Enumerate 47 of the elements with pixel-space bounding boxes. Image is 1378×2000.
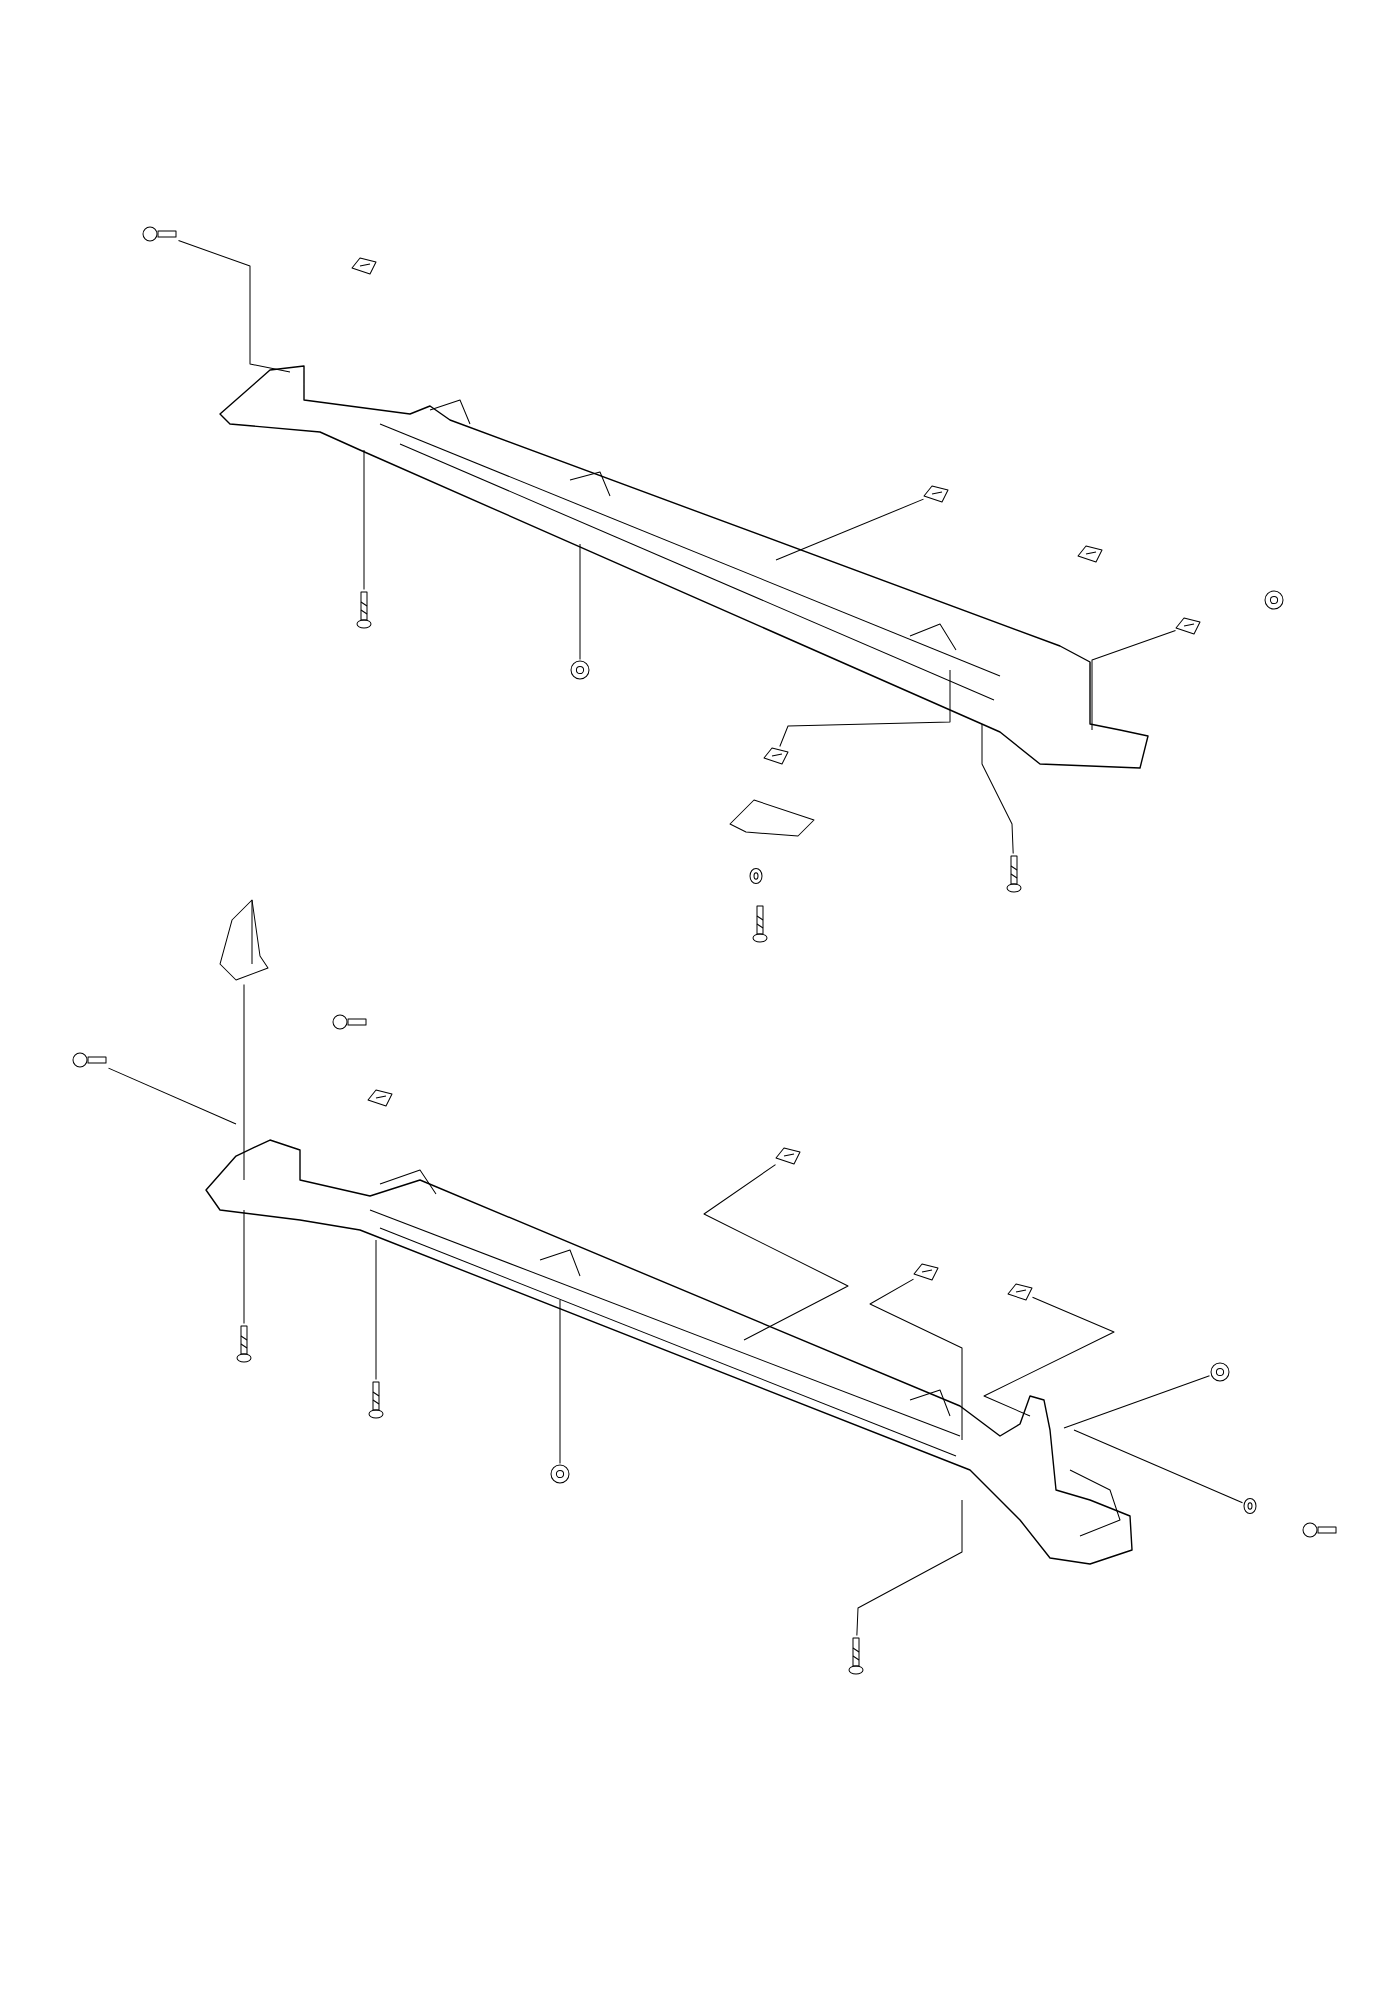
clip-drawing [1175, 617, 1201, 635]
leader-line [779, 669, 951, 747]
clip-drawing [351, 257, 377, 275]
clip-drawing [775, 1147, 801, 1165]
leader-line [178, 240, 291, 373]
clip-drawing [1007, 1283, 1033, 1301]
washer-drawing [749, 867, 763, 885]
leader-line [775, 498, 924, 561]
leader-line [1091, 629, 1176, 731]
leader-line [869, 1278, 963, 1441]
leader-line [856, 1499, 963, 1636]
leader-line [1073, 1429, 1243, 1504]
bolt-drawing [1302, 1522, 1337, 1538]
bracket-drawing [219, 899, 269, 981]
clip-drawing [923, 485, 949, 503]
clip-drawing [763, 747, 789, 765]
bolt-drawing [142, 226, 177, 242]
nut-drawing [1210, 1362, 1230, 1382]
clip-drawing [367, 1089, 393, 1107]
side-sill-drawing [219, 365, 1149, 769]
leader-line [983, 1296, 1115, 1417]
screw-drawing [1006, 855, 1022, 893]
clip-drawing [1077, 545, 1103, 563]
nut-drawing [550, 1464, 570, 1484]
bolt-drawing [332, 1014, 367, 1030]
leader-line [363, 449, 365, 590]
nut-drawing [570, 660, 590, 680]
leader-line [981, 723, 1014, 854]
clip-drawing [913, 1263, 939, 1281]
leader-line [703, 1164, 849, 1341]
nut-drawing [1264, 590, 1284, 610]
leader-line [375, 1239, 377, 1380]
leader-line [243, 984, 245, 1181]
screw-drawing [236, 1325, 252, 1363]
screw-drawing [368, 1381, 384, 1419]
bolt-drawing [72, 1052, 107, 1068]
leader-line [108, 1067, 237, 1125]
screw-drawing [752, 905, 768, 943]
plate-drawing [729, 799, 815, 837]
leader-line [243, 1209, 245, 1324]
washer-drawing [1243, 1497, 1257, 1515]
leader-line [559, 1299, 561, 1464]
screw-drawing [848, 1637, 864, 1675]
screw-drawing [356, 591, 372, 629]
leader-line [579, 543, 581, 660]
side-sill-drawing [205, 1139, 1133, 1565]
leader-line [1063, 1375, 1210, 1429]
